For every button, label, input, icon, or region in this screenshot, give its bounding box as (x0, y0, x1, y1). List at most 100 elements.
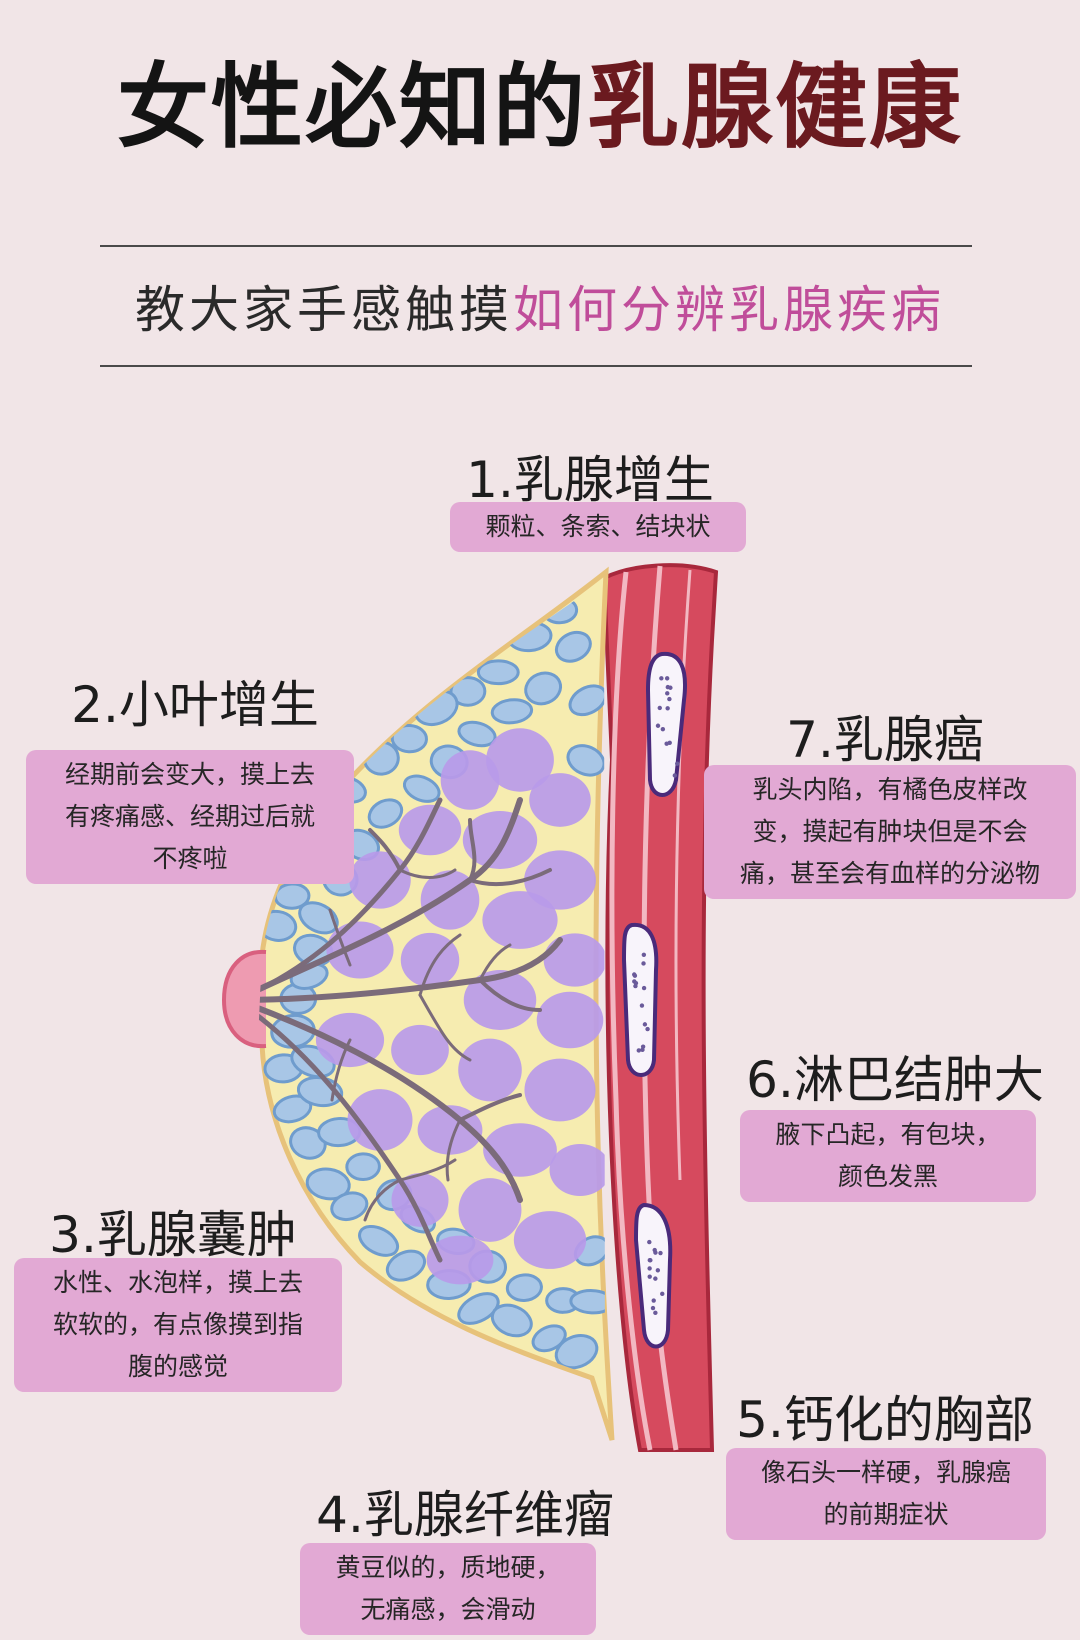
desc-line: 颜色发黑 (837, 1162, 938, 1191)
lobule (536, 991, 604, 1049)
milk-ducts (258, 797, 563, 1263)
lymph-speckle (639, 1003, 645, 1008)
bottom-divider (100, 365, 972, 367)
fat-cell (490, 1303, 533, 1338)
lymph-speckle (672, 773, 678, 778)
heading-breast-cyst: 3.乳腺囊肿 (49, 1206, 297, 1264)
lymph-speckle (633, 983, 638, 989)
lobule (440, 750, 500, 810)
lymph-speckle (668, 685, 673, 690)
fat-cell (385, 1249, 427, 1282)
heading-fibroadenoma: 4.乳腺纤维瘤 (316, 1486, 614, 1544)
fat-cell (524, 671, 563, 706)
desc-breast-cancer: 乳头内陷，有橘色皮样改 变，摸起有肿块但是不会 痛，甚至会有血样的分泌物 (704, 765, 1076, 899)
title-part1: 女性必知的 (116, 54, 587, 161)
desc-line: 有疼痛感、经期过后就 (64, 802, 315, 831)
desc-line: 像石头一样硬，乳腺癌 (760, 1458, 1011, 1487)
desc-line: 变，摸起有肿块但是不会 (752, 817, 1028, 846)
lymph-speckle (652, 1247, 657, 1253)
fat-cell (490, 698, 534, 725)
fat-cell (390, 724, 428, 754)
lobule (486, 728, 554, 792)
desc-line: 的前期症状 (823, 1500, 949, 1529)
fat-cell (457, 1292, 500, 1325)
fat-cell (476, 659, 520, 686)
fat-cell (367, 798, 404, 829)
lymph-speckle (658, 1250, 663, 1256)
fat-cell (289, 1126, 327, 1160)
desc-lymph-node-swelling: 腋下凸起，有包块， 颜色发黑 (740, 1110, 1036, 1202)
lobule (391, 1024, 449, 1076)
desc-line: 无痛感，会滑动 (360, 1595, 536, 1624)
top-divider (100, 245, 972, 247)
desc-line: 不疼啦 (152, 844, 228, 873)
lymph-speckle (660, 1291, 665, 1297)
lymph-speckle (664, 741, 669, 746)
lobule (529, 773, 591, 827)
heading-calcification: 5.钙化的胸部 (736, 1391, 1034, 1449)
lymph-nodes (621, 651, 687, 1349)
fat-cell (531, 1324, 567, 1353)
lymph-speckle (642, 1022, 648, 1027)
lymph-speckle (657, 705, 662, 711)
lobule (524, 1058, 596, 1122)
desc-line: 腹的感觉 (127, 1352, 228, 1381)
lymph-speckle (650, 1305, 656, 1311)
lymph-speckle (647, 1266, 652, 1271)
lymph-speckle (653, 1310, 658, 1316)
fat-cell (358, 1225, 400, 1257)
lymph-node-upper (645, 651, 687, 797)
desc-line: 腋下凸起，有包块， (775, 1120, 1001, 1149)
desc-line: 颗粒、条索、结块状 (485, 512, 711, 541)
lymph-speckle (632, 973, 638, 978)
fat-cell (330, 1191, 369, 1222)
lymph-speckle (665, 691, 670, 696)
lymph-speckle (641, 961, 646, 966)
desc-line: 水性、水泡样，摸上去 (52, 1268, 303, 1297)
lobule (524, 850, 596, 910)
lymph-speckle (675, 761, 680, 766)
lymph-speckle (636, 1048, 641, 1053)
lobule (458, 1178, 522, 1242)
lymph-speckle (651, 1298, 656, 1303)
lobule (482, 891, 558, 949)
lymph-speckle (647, 1274, 652, 1279)
lymph-node-lower (633, 1202, 673, 1349)
fat-cell (569, 1289, 605, 1315)
subtitle: 教大家手感触摸如何分辨乳腺疾病 (0, 270, 1080, 342)
lymph-speckle (647, 1257, 653, 1263)
lobule (349, 851, 411, 909)
lymph-speckle (660, 726, 666, 732)
fat-cell (345, 1152, 381, 1182)
desc-line: 软软的，有点像摸到指 (52, 1310, 303, 1339)
lobule (398, 804, 462, 856)
fat-cell (449, 676, 487, 707)
lobule (347, 1089, 413, 1151)
lymph-speckle (647, 1239, 652, 1245)
heading-breast-hyperplasia: 1.乳腺增生 (466, 451, 714, 509)
desc-line: 乳头内陷，有橘色皮样改 (752, 775, 1028, 804)
fat-cell (566, 744, 605, 777)
lymph-speckle (667, 696, 672, 702)
fat-cell (554, 1334, 599, 1370)
desc-fibroadenoma: 黄豆似的，质地硬， 无痛感，会滑动 (300, 1543, 596, 1635)
nipple (221, 949, 267, 1049)
subtitle-part1: 教大家手感触摸 (135, 281, 513, 339)
desc-breast-cyst: 水性、水泡样，摸上去 软软的，有点像摸到指 腹的感觉 (14, 1258, 342, 1392)
subtitle-part2: 如何分辨乳腺疾病 (513, 281, 945, 339)
heading-breast-cancer: 7.乳腺癌 (786, 711, 984, 769)
fat-cell (505, 1273, 543, 1302)
lobule (549, 1144, 605, 1196)
lobule (513, 1211, 587, 1269)
lymph-speckle (659, 676, 664, 681)
fat-cell (402, 774, 441, 803)
lobule (543, 933, 605, 987)
desc-breast-hyperplasia: 颗粒、条索、结块状 (450, 502, 746, 552)
desc-line: 经期前会变大，摸上去 (64, 760, 315, 789)
page-title: 女性必知的乳腺健康 (0, 55, 1080, 161)
lymph-speckle (645, 1026, 650, 1032)
lymph-speckle (665, 706, 670, 711)
lobule (463, 970, 537, 1030)
fat-cell (554, 630, 592, 663)
lymph-speckle (655, 1268, 661, 1273)
